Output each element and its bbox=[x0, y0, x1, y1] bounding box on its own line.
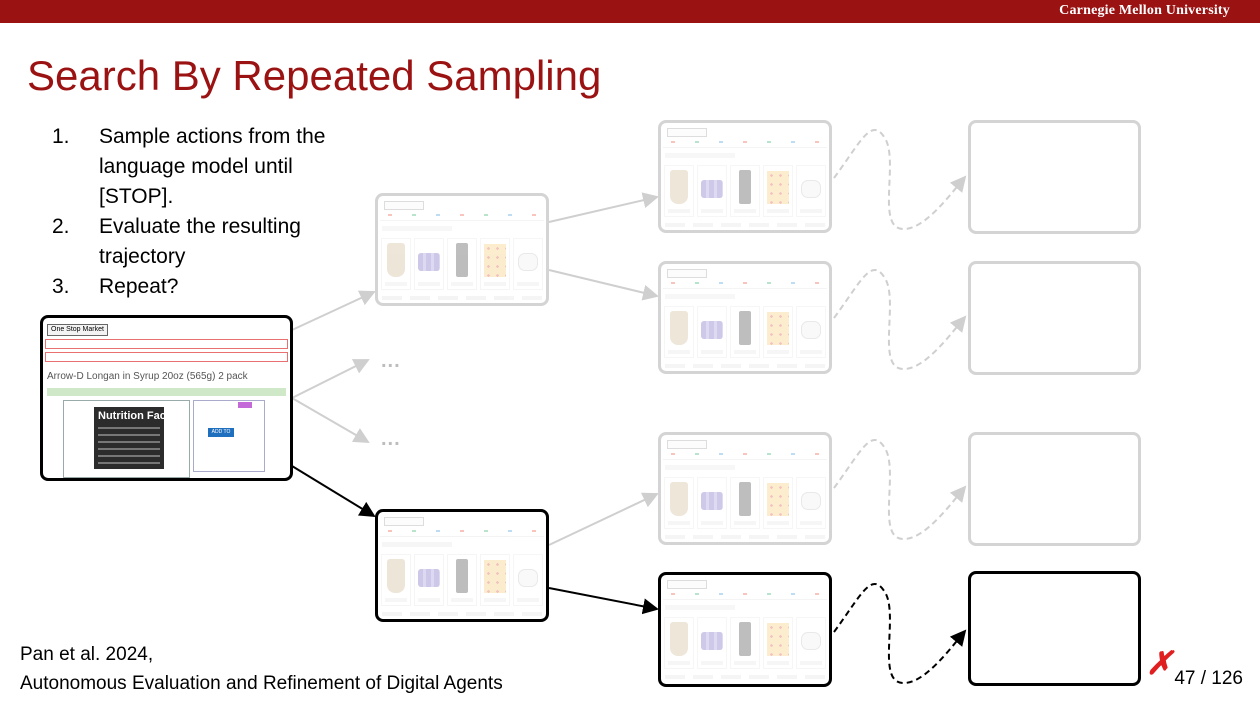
nav-row bbox=[45, 339, 288, 349]
more-samples-ellipsis: ... bbox=[381, 350, 401, 372]
slide-title: Search By Repeated Sampling bbox=[27, 52, 602, 99]
product-info-panel bbox=[193, 400, 265, 472]
product-title: Arrow-D Longan in Syrup 20oz (565g) 2 pa… bbox=[47, 371, 248, 382]
page-number: 47 / 126 bbox=[1174, 668, 1243, 689]
step-screenshot bbox=[375, 509, 549, 622]
failure-x-icon: ✗ bbox=[1146, 645, 1173, 681]
add-to-cart-button: ADD TO CART bbox=[208, 428, 234, 444]
step-screenshot bbox=[375, 193, 549, 306]
step-text: Repeat? bbox=[99, 275, 179, 298]
step-screenshot bbox=[658, 572, 832, 687]
step-item: 1.Sample actions from the language model… bbox=[52, 125, 326, 208]
more-samples-ellipsis: ... bbox=[381, 428, 401, 450]
nav-row bbox=[45, 352, 288, 362]
step-text: Evaluate the resulting trajectory bbox=[99, 215, 301, 268]
nutrition-label: Nutrition Facts bbox=[94, 407, 176, 469]
top-banner: Carnegie Mellon University bbox=[0, 0, 1260, 23]
final-state-box bbox=[968, 120, 1141, 234]
final-state-box bbox=[968, 571, 1141, 686]
step-text: Sample actions from the language model u… bbox=[99, 125, 326, 208]
final-state-box bbox=[968, 261, 1141, 375]
final-state-box bbox=[968, 432, 1141, 546]
step-screenshot bbox=[658, 432, 832, 545]
step-screenshot bbox=[658, 120, 832, 233]
citation-title: Autonomous Evaluation and Refinement of … bbox=[20, 673, 503, 694]
product-image: Nutrition Facts bbox=[63, 400, 190, 478]
step-screenshot bbox=[658, 261, 832, 374]
notice-bar bbox=[47, 388, 286, 396]
steps-list: 1.Sample actions from the language model… bbox=[52, 122, 372, 302]
initial-state-screenshot: One Stop Market Arrow-D Longan in Syrup … bbox=[40, 315, 293, 481]
highlight-marker bbox=[238, 402, 252, 408]
step-item: 2.Evaluate the resulting trajectory bbox=[52, 215, 301, 268]
university-name: Carnegie Mellon University bbox=[1059, 3, 1230, 18]
citation-authors: Pan et al. 2024, bbox=[20, 644, 154, 665]
step-item: 3.Repeat? bbox=[52, 275, 179, 298]
citation: Pan et al. 2024, Autonomous Evaluation a… bbox=[20, 640, 503, 698]
store-tab: One Stop Market bbox=[47, 324, 108, 336]
